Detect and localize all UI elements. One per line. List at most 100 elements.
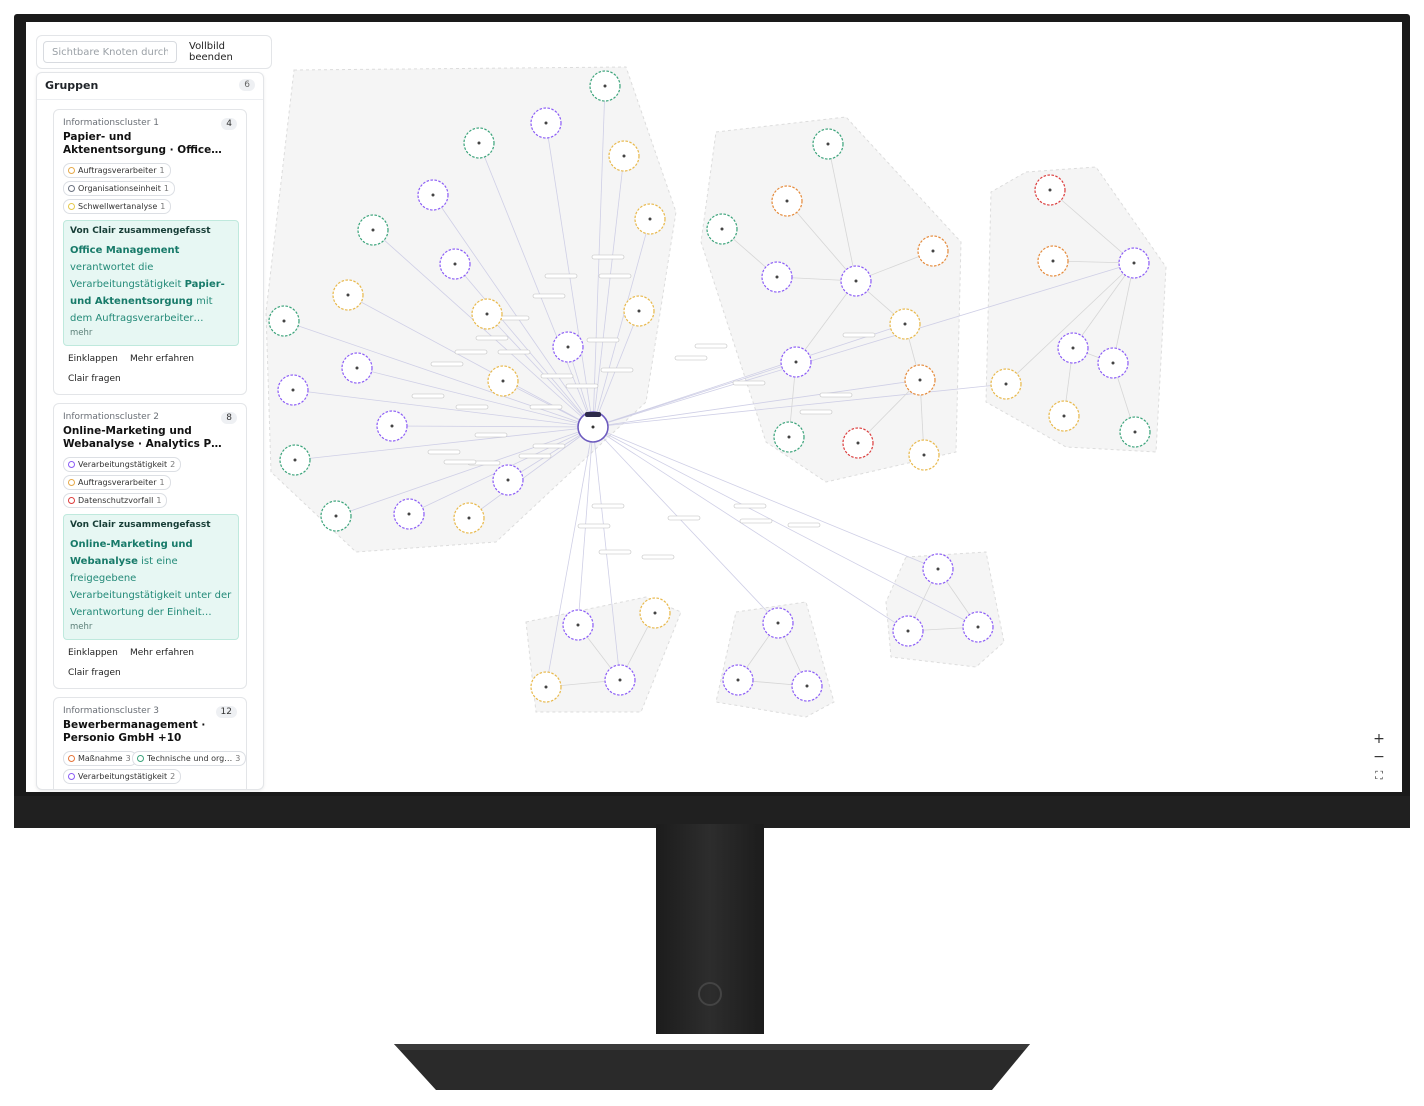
node-center-dot <box>648 217 652 221</box>
groups-panel-header: Gruppen 6 <box>37 73 263 100</box>
graph-edge <box>478 142 594 428</box>
cluster-kicker: Informationscluster 1 <box>63 118 159 128</box>
collapse-button[interactable]: Einklappen <box>68 648 118 658</box>
node-center-dot <box>622 154 626 158</box>
graph-edge <box>335 426 594 517</box>
cluster-kicker: Informationscluster 2 <box>63 412 159 422</box>
summary-more-link[interactable]: mehr <box>70 622 93 632</box>
visible-nodes-search-input[interactable] <box>43 41 177 63</box>
edge-label <box>411 393 445 399</box>
tag-count: 1 <box>156 496 162 505</box>
node-center-dot <box>544 685 548 689</box>
graph-edge <box>545 426 594 688</box>
tag-label: Datenschutzvorfall <box>78 496 154 505</box>
graph-edge <box>592 426 939 570</box>
node-center-dot <box>1132 261 1136 265</box>
graph-edge <box>468 426 594 519</box>
learn-more-button[interactable]: Mehr erfahren <box>130 648 194 658</box>
edge-label <box>497 349 531 355</box>
tag-count: 1 <box>159 166 165 175</box>
node-center-dot <box>776 621 780 625</box>
node-center-dot <box>736 678 740 682</box>
cluster-card[interactable]: Informationscluster 3 12 Bewerbermanagem… <box>53 697 247 789</box>
cluster-card[interactable]: Informationscluster 2 8 Online-Marketing… <box>53 403 247 689</box>
node-center-dot <box>282 319 286 323</box>
graph-edge <box>1005 262 1135 385</box>
node-center-dot <box>918 378 922 382</box>
tag-dot-icon <box>68 166 75 174</box>
node-center-dot <box>566 345 570 349</box>
node-center-dot <box>787 435 791 439</box>
node-center-dot <box>805 684 809 688</box>
graph-edge <box>786 200 857 282</box>
edge-label <box>455 404 489 410</box>
graph-edge <box>283 320 594 428</box>
summary-text: Online-Marketing und Webanalyse ist eine… <box>70 539 232 618</box>
ask-clair-button[interactable]: Clair fragen <box>68 374 121 384</box>
node-center-dot <box>1048 188 1052 192</box>
edge-label <box>598 273 632 279</box>
tag-dot-icon <box>68 754 75 762</box>
tag-label: Maßnahme <box>78 754 123 763</box>
cluster-hull <box>985 166 1167 453</box>
graph-edge <box>432 194 594 428</box>
graph-edge <box>292 389 594 428</box>
node-center-dot <box>603 84 607 88</box>
node-center-dot <box>334 514 338 518</box>
cluster-title: Online-Marketing und Webanalyse · Analyt… <box>63 425 222 450</box>
graph-edge <box>356 367 594 428</box>
node-center-dot <box>453 262 457 266</box>
graph-edge <box>592 383 1007 428</box>
edge-label <box>694 343 728 349</box>
edge-label <box>591 503 625 509</box>
graph-edge <box>592 426 979 628</box>
tag-dot-icon <box>68 202 75 210</box>
network-graph-canvas[interactable] <box>26 22 1402 792</box>
stand-logo-icon <box>698 982 722 1006</box>
summary-text: Office Management verantwortet die Verar… <box>70 245 225 324</box>
node-center-dot <box>922 453 926 457</box>
zoom-in-button[interactable]: + <box>1373 731 1385 747</box>
edge-label <box>474 432 508 438</box>
exit-fullscreen-button[interactable]: Vollbild beenden <box>183 41 269 63</box>
cluster-card[interactable]: Informationscluster 1 4 Papier- und Akte… <box>53 109 247 395</box>
zoom-out-button[interactable]: − <box>1373 749 1385 765</box>
tag-count: 2 <box>170 460 176 469</box>
node-center-dot <box>856 441 860 445</box>
tag-label: Verarbeitungstätigkeit <box>78 772 168 781</box>
edge-label <box>667 515 701 521</box>
node-center-dot <box>477 141 481 145</box>
graph-edge <box>1112 262 1135 364</box>
graph-edge <box>486 313 594 428</box>
graph-edge <box>592 426 779 624</box>
fit-view-icon[interactable]: ⛶ <box>1375 769 1383 782</box>
graph-toolbar: Vollbild beenden <box>36 35 272 69</box>
tag-dot-icon <box>68 184 75 192</box>
tag-label: Auftragsverarbeiter <box>78 166 157 175</box>
graph-edge <box>507 426 594 481</box>
edge-label <box>674 355 708 361</box>
ask-clair-button[interactable]: Clair fragen <box>68 668 121 678</box>
graph-edge <box>592 155 625 428</box>
node-center-dot <box>431 193 435 197</box>
tag-label: Technische und org… <box>147 754 233 763</box>
edge-label <box>443 459 477 465</box>
edge-label <box>787 522 821 528</box>
node-center-dot <box>618 678 622 682</box>
graph-edge <box>391 425 594 428</box>
edge-label <box>641 554 675 560</box>
learn-more-button[interactable]: Mehr erfahren <box>130 354 194 364</box>
collapse-button[interactable]: Einklappen <box>68 354 118 364</box>
cluster-tag[interactable]: Technische und org…3 <box>132 751 247 766</box>
edge-label <box>586 337 620 343</box>
tag-count: 1 <box>160 202 166 211</box>
summary-more-link[interactable]: mehr <box>70 328 93 338</box>
